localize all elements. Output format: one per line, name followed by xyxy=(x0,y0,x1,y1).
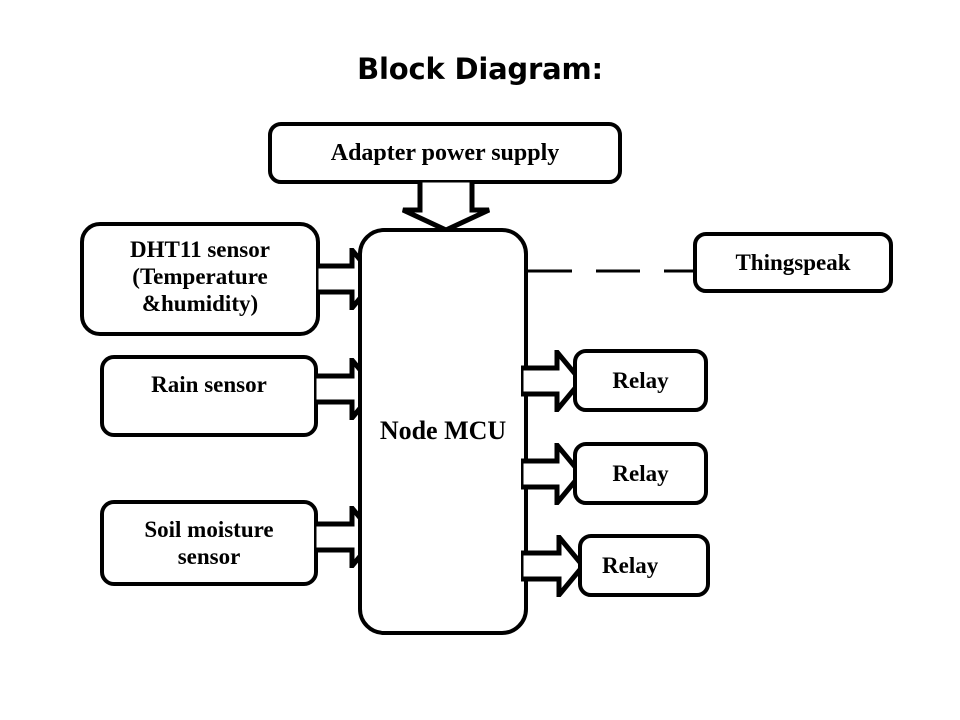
block-dht11-sensor-label-line1: DHT11 sensor xyxy=(130,237,270,262)
page-title: Block Diagram: xyxy=(357,52,603,86)
block-dht11-sensor-label: DHT11 sensor (Temperature &humidity) xyxy=(84,236,316,317)
block-soil-moisture-sensor-label: Soil moisture sensor xyxy=(104,516,314,570)
block-relay-3[interactable]: Relay xyxy=(578,534,710,597)
block-thingspeak[interactable]: Thingspeak xyxy=(693,232,893,293)
arrow-adapter-to-nodemcu xyxy=(401,180,491,232)
arrow-nodemcu-to-relay-3 xyxy=(521,535,585,597)
block-adapter-power-supply-label: Adapter power supply xyxy=(330,139,560,166)
block-relay-2-label: Relay xyxy=(612,460,669,486)
block-rain-sensor[interactable]: Rain sensor xyxy=(100,355,318,437)
block-adapter-power-supply[interactable]: Adapter power supply xyxy=(268,122,622,184)
block-dht11-sensor-label-line2: (Temperature xyxy=(132,264,268,290)
block-soil-moisture-sensor[interactable]: Soil moisture sensor xyxy=(100,500,318,586)
block-soil-moisture-sensor-label-line2: sensor xyxy=(177,544,241,570)
block-relay-3-label: Relay xyxy=(602,552,659,578)
block-node-mcu[interactable]: Node MCU xyxy=(358,228,528,635)
block-relay-1-label: Relay xyxy=(612,367,669,393)
block-dht11-sensor[interactable]: DHT11 sensor (Temperature &humidity) xyxy=(80,222,320,336)
block-dht11-sensor-label-line3: &humidity) xyxy=(141,291,259,317)
dashed-link-nodemcu-to-thingspeak xyxy=(528,269,694,273)
block-node-mcu-label: Node MCU xyxy=(379,416,507,446)
block-thingspeak-label: Thingspeak xyxy=(735,249,851,275)
block-relay-1[interactable]: Relay xyxy=(573,349,708,412)
block-relay-2[interactable]: Relay xyxy=(573,442,708,505)
block-rain-sensor-label: Rain sensor xyxy=(151,372,267,397)
block-soil-moisture-sensor-label-line1: Soil moisture xyxy=(144,517,274,542)
